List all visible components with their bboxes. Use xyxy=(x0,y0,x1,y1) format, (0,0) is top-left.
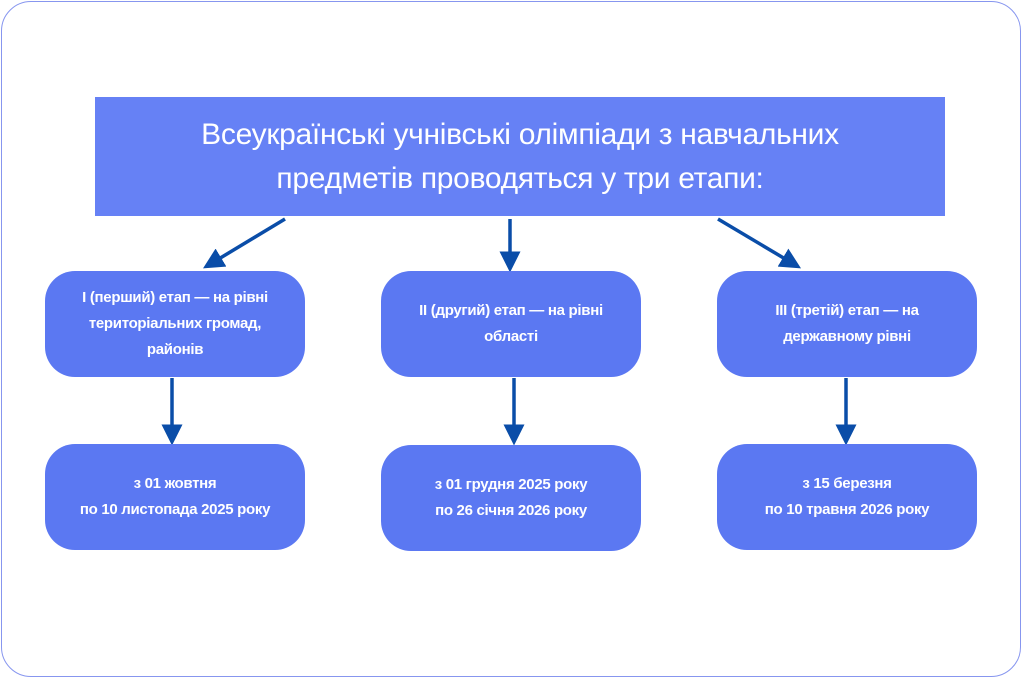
stage-1-line: районів xyxy=(146,341,204,358)
stage-3-dates-box: з 15 березня по 10 травня 2026 року xyxy=(717,444,977,550)
arrow-to-stage-3 xyxy=(717,217,802,269)
stage-3-line: III (третій) етап — на xyxy=(775,302,919,319)
stage-3-date-to: по 10 травня 2026 року xyxy=(764,501,930,518)
stage-2-date-from: з 01 грудня 2025 року xyxy=(434,476,588,493)
stage-1-line: територіальних громад, xyxy=(88,315,262,332)
stage-3-date-from: з 15 березня xyxy=(802,475,892,492)
stage-2-box: II (другий) етап — на рівні області xyxy=(381,271,641,377)
stage-2-line: області xyxy=(484,328,538,345)
stage-2-line: II (другий) етап — на рівні xyxy=(419,302,603,319)
stage-3-line: державному рівні xyxy=(783,328,911,345)
stage-1-line: I (перший) етап — на рівні xyxy=(82,289,268,306)
stage-2-date-to: по 26 січня 2026 року xyxy=(435,502,587,519)
stage-1-date-from: з 01 жовтня xyxy=(133,475,217,492)
diagram-title: Всеукраїнські учнівські олімпіади з навч… xyxy=(95,97,945,216)
arrow-to-stage-1 xyxy=(203,217,286,269)
title-line-1: Всеукраїнські учнівські олімпіади з навч… xyxy=(201,117,839,151)
title-line-2: предметів проводяться у три етапи: xyxy=(276,161,764,195)
stage-1-dates-box: з 01 жовтня по 10 листопада 2025 року xyxy=(45,444,305,550)
stage-1-date-to: по 10 листопада 2025 року xyxy=(79,501,271,518)
stage-3-box: III (третій) етап — на державному рівні xyxy=(717,271,977,377)
stage-1-box: I (перший) етап — на рівні територіальни… xyxy=(45,271,305,377)
stage-2-dates-box: з 01 грудня 2025 року по 26 січня 2026 р… xyxy=(381,445,641,551)
